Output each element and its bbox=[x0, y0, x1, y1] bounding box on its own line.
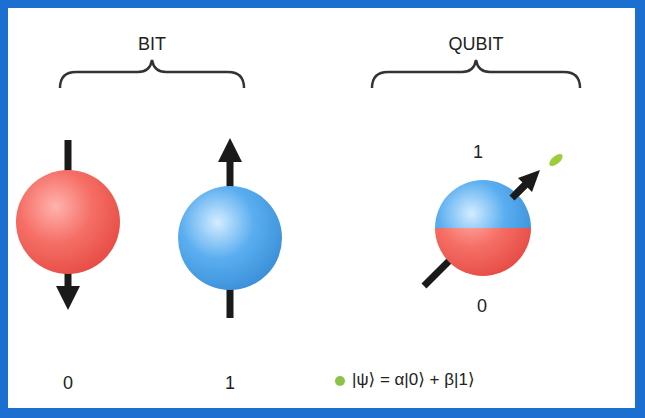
group-heading: QUBIT bbox=[448, 34, 503, 56]
state-formula: |ψ⟩ = α|0⟩ + β|1⟩ bbox=[352, 370, 475, 390]
bit-sphere bbox=[178, 186, 282, 290]
state-dot bbox=[335, 376, 345, 386]
state-value: 0 bbox=[63, 373, 73, 395]
arrow-head bbox=[218, 138, 242, 162]
bit-sphere bbox=[16, 170, 120, 274]
state-value: 1 bbox=[473, 142, 483, 164]
arrow-head bbox=[56, 286, 80, 310]
state-value: 1 bbox=[225, 373, 235, 395]
brace bbox=[372, 60, 580, 88]
state-dot bbox=[547, 152, 564, 168]
qubit-sphere bbox=[435, 180, 531, 228]
group-heading: BIT bbox=[138, 34, 166, 56]
state-value: 0 bbox=[477, 296, 487, 318]
brace bbox=[60, 60, 244, 88]
arrow-head bbox=[518, 170, 540, 192]
qubit-sphere bbox=[435, 228, 531, 276]
